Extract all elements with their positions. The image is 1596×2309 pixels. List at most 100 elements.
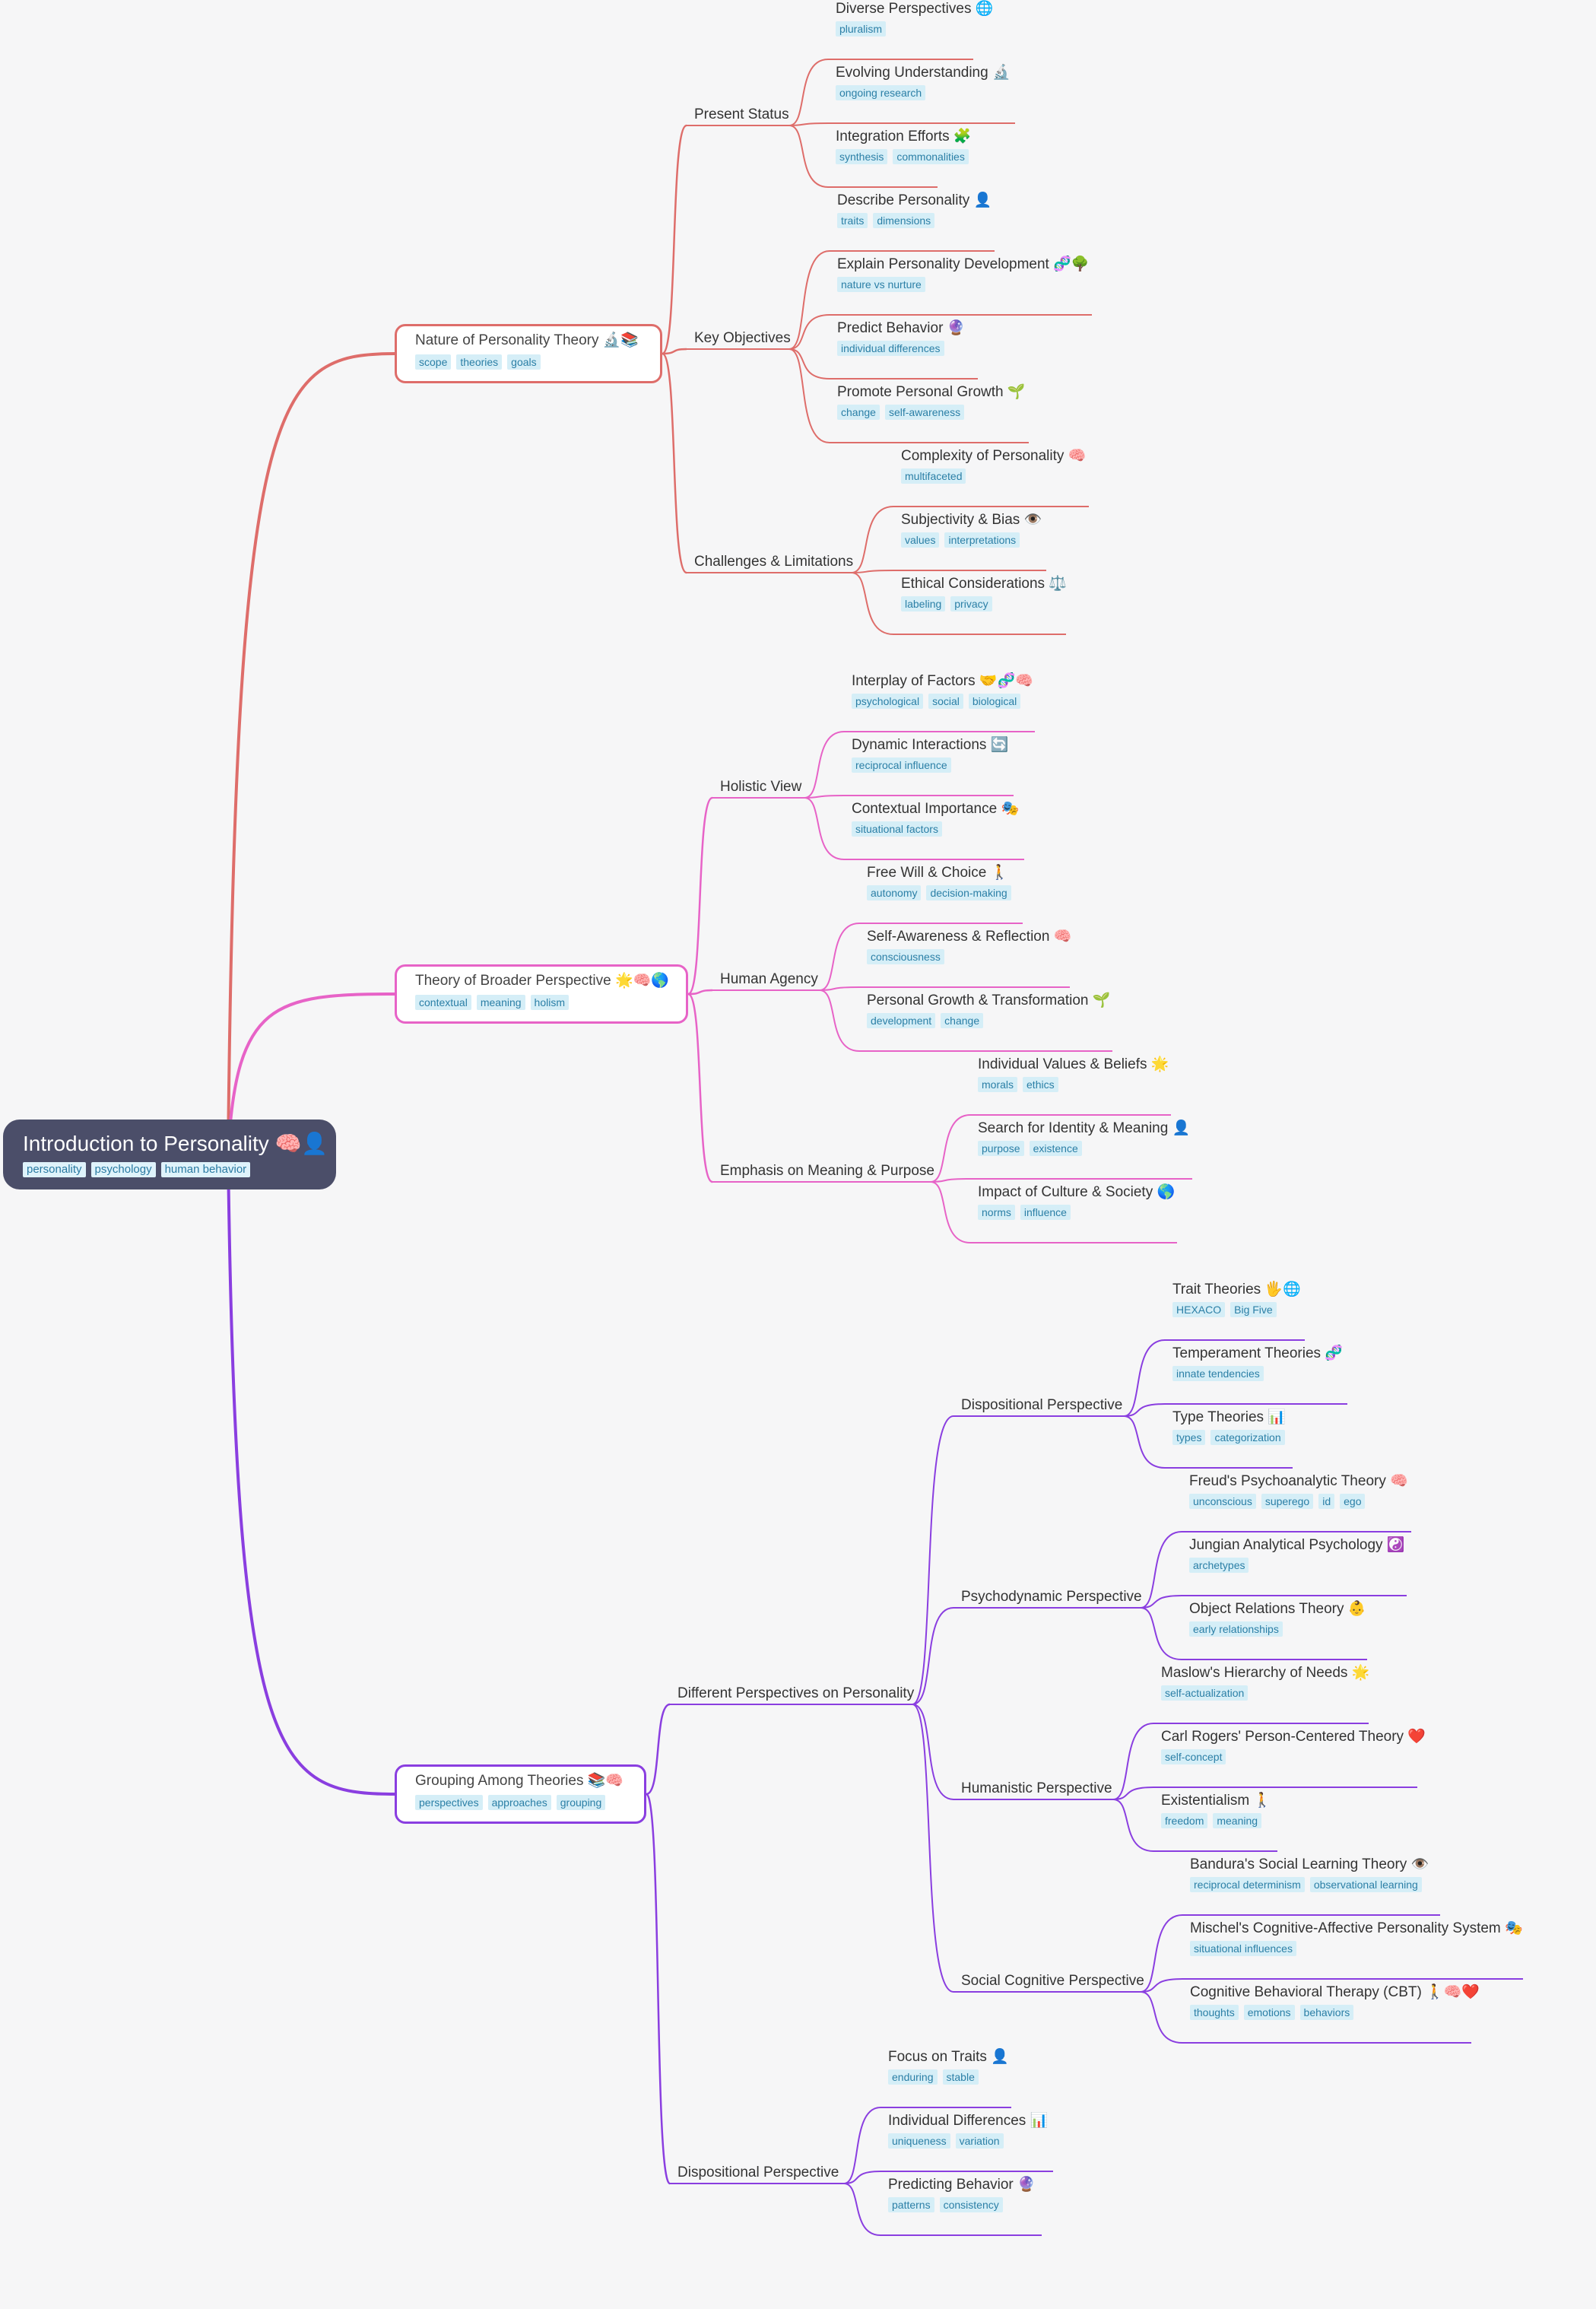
edge [819, 989, 1112, 1052]
leaf-title: Existentialism 🚶 [1161, 1793, 1272, 1809]
leaf-node[interactable]: Mischel's Cognitive-Affective Personalit… [1190, 1920, 1523, 1956]
leaf-node[interactable]: Maslow's Hierarchy of Needs 🌟self-actual… [1161, 1664, 1369, 1701]
edge [788, 250, 995, 350]
edge [851, 572, 1066, 635]
tag: unconscious [1189, 1494, 1256, 1509]
tag: ongoing research [836, 85, 926, 100]
leaf-title: Freud's Psychoanalytic Theory 🧠 [1189, 1473, 1408, 1489]
leaf-node[interactable]: Evolving Understanding 🔬ongoing research [836, 64, 1011, 100]
leaf-title: Predict Behavior 🔮 [837, 320, 966, 336]
leaf-node[interactable]: Contextual Importance 🎭situational facto… [852, 800, 1019, 837]
leaf-title: Jungian Analytical Psychology ☯️ [1189, 1537, 1405, 1553]
tag: variation [955, 2133, 1004, 2149]
edge [1140, 1978, 1523, 1993]
tag: commonalities [893, 149, 969, 164]
root-node[interactable]: Introduction to Personality 🧠👤 personali… [3, 1120, 336, 1189]
tag-list: self-actualization [1161, 1685, 1369, 1701]
edge [1123, 1403, 1347, 1417]
tag: self-awareness [884, 405, 965, 420]
tag-list: consciousness [867, 949, 1071, 964]
leaf-node[interactable]: Jungian Analytical Psychology ☯️archetyp… [1189, 1536, 1404, 1573]
tag: uniqueness [888, 2133, 950, 2149]
leaf-title: Type Theories 📊 [1172, 1409, 1286, 1425]
subtopic-label[interactable]: Present Status [694, 106, 789, 122]
leaf-node[interactable]: Bandura's Social Learning Theory 👁️recip… [1190, 1856, 1429, 1892]
tag: psychological [852, 694, 924, 709]
leaf-node[interactable]: Complexity of Personality 🧠multifaceted [901, 447, 1086, 484]
tag-list: situational factors [852, 821, 1019, 837]
subtopic-label[interactable]: Humanistic Perspective [961, 1780, 1112, 1796]
leaf-title: Describe Personality 👤 [837, 192, 992, 208]
tag: stable [942, 2069, 979, 2085]
tag: situational factors [852, 821, 942, 837]
subtopic-label[interactable]: Dispositional Perspective [677, 2164, 839, 2180]
leaf-title: Carl Rogers' Person-Centered Theory ❤️ [1161, 1729, 1426, 1745]
edge [1123, 1339, 1305, 1417]
edge [804, 795, 1014, 799]
leaf-title: Promote Personal Growth 🌱 [837, 384, 1026, 400]
subtopic-label[interactable]: Dispositional Perspective [961, 1397, 1123, 1413]
subtopic-label[interactable]: Challenges & Limitations [694, 554, 854, 570]
leaf-node[interactable]: Explain Personality Development 🧬🌳nature… [837, 256, 1089, 292]
leaf-node[interactable]: Carl Rogers' Person-Centered Theory ❤️se… [1161, 1728, 1426, 1764]
edge [1140, 1607, 1367, 1660]
subtopic-label[interactable]: Psychodynamic Perspective [961, 1589, 1142, 1605]
leaf-node[interactable]: Dynamic Interactions 🔄reciprocal influen… [852, 736, 1008, 773]
subtopic-label[interactable]: Holistic View [720, 779, 802, 795]
tag: multifaceted [901, 468, 966, 484]
tag: purpose [978, 1141, 1024, 1156]
leaf-node[interactable]: Cognitive Behavioral Therapy (CBT) 🚶🧠❤️t… [1190, 1983, 1480, 2020]
subtopic-label[interactable]: Human Agency [720, 971, 818, 987]
edge [1140, 1595, 1407, 1609]
tag-list: ongoing research [836, 85, 1011, 100]
subtopic-label[interactable]: Emphasis on Meaning & Purpose [720, 1163, 934, 1179]
edge [1140, 1991, 1471, 2044]
leaf-node[interactable]: Self-Awareness & Reflection 🧠consciousne… [867, 928, 1071, 964]
subtopic-label[interactable]: Social Cognitive Perspective [961, 1973, 1144, 1989]
tag-list: reciprocal influence [852, 757, 1008, 773]
leaf-node[interactable]: Temperament Theories 🧬innate tendencies [1172, 1345, 1343, 1381]
edge [930, 1114, 1171, 1183]
leaf-node[interactable]: Predict Behavior 🔮individual differences [837, 319, 965, 356]
edge [804, 731, 1035, 799]
tag: freedom [1161, 1813, 1208, 1828]
tag-list: situational influences [1190, 1941, 1523, 1956]
tag: enduring [888, 2069, 938, 2085]
edge [819, 923, 1023, 991]
subtopic-label[interactable]: Different Perspectives on Personality [677, 1685, 915, 1701]
tag: nature vs nurture [837, 277, 925, 292]
leaf-node[interactable]: Diverse Perspectives 🌐pluralism [836, 0, 993, 37]
tag-list: pluralism [836, 21, 993, 37]
subtopic-label[interactable]: Key Objectives [694, 330, 791, 346]
leaf-node[interactable]: Freud's Psychoanalytic Theory 🧠 unconscio… [1189, 1472, 1408, 1509]
tag: scope [415, 354, 452, 370]
branch-node[interactable]: Theory of Broader Perspective 🌟🧠🌎context… [395, 964, 688, 1024]
edge [912, 1415, 954, 1705]
leaf-node[interactable]: Object Relations Theory 👶early relations… [1189, 1600, 1366, 1637]
leaf-node[interactable]: Personal Growth & Transformation 🌱develo… [867, 992, 1110, 1028]
